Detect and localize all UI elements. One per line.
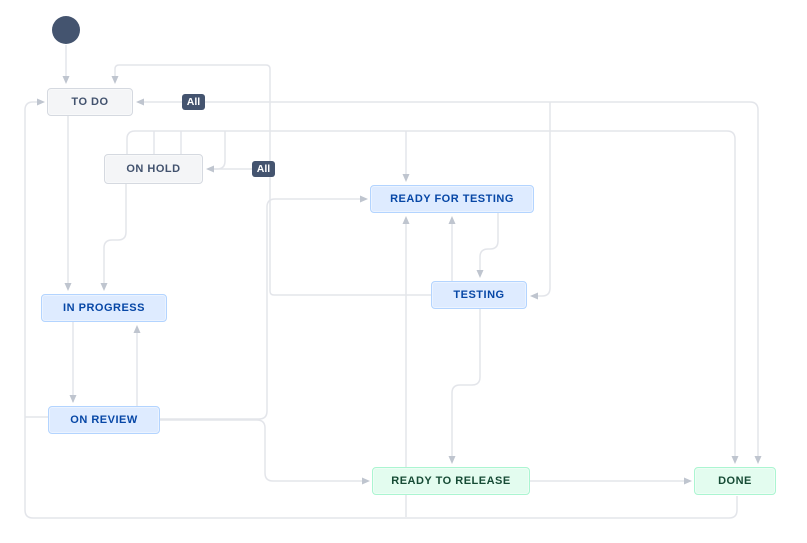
transition-line-all-right-corridor-to-done bbox=[140, 101, 759, 460]
status-label: TESTING bbox=[453, 289, 505, 301]
transition-line-loop-to-todo-top bbox=[114, 64, 431, 296]
status-label: ON HOLD bbox=[126, 163, 181, 175]
arrowhead-icon bbox=[133, 325, 141, 333]
arrowhead-icon bbox=[64, 283, 72, 291]
arrowhead-icon bbox=[448, 216, 456, 224]
arrowhead-icon bbox=[206, 165, 214, 173]
status-label: DONE bbox=[718, 475, 752, 487]
arrowhead-icon bbox=[731, 456, 739, 464]
arrowhead-icon bbox=[754, 456, 762, 464]
arrowhead-icon bbox=[476, 270, 484, 278]
transition-line-testing-to-rtr bbox=[451, 309, 481, 460]
transition-line-done-bottom-loop-to-todo bbox=[24, 101, 738, 519]
status-node-done[interactable]: DONE bbox=[694, 467, 776, 495]
status-node-ready-for-testing[interactable]: READY FOR TESTING bbox=[370, 185, 534, 213]
arrowhead-icon bbox=[684, 477, 692, 485]
start-node[interactable] bbox=[52, 16, 80, 44]
status-node-on-hold[interactable]: ON HOLD bbox=[104, 154, 203, 184]
all-transition-badge[interactable]: All bbox=[252, 161, 275, 177]
transition-line-onreview-to-rft bbox=[160, 198, 364, 420]
transition-line-drop-to-testing-right bbox=[534, 102, 551, 297]
all-transition-badge[interactable]: All bbox=[182, 94, 205, 110]
arrowhead-icon bbox=[69, 395, 77, 403]
status-node-to-do[interactable]: TO DO bbox=[47, 88, 133, 116]
transition-line-onreview-to-rtr bbox=[160, 419, 366, 482]
status-node-on-review[interactable]: ON REVIEW bbox=[48, 406, 160, 434]
arrowhead-icon bbox=[360, 195, 368, 203]
arrowhead-icon bbox=[362, 477, 370, 485]
arrowhead-icon bbox=[530, 292, 538, 300]
status-node-in-progress[interactable]: IN PROGRESS bbox=[41, 294, 167, 322]
arrowhead-icon bbox=[62, 76, 70, 84]
status-label: READY FOR TESTING bbox=[390, 193, 514, 205]
transition-line-onhold-to-inprogress bbox=[103, 184, 127, 287]
arrowhead-icon bbox=[448, 456, 456, 464]
arrowhead-icon bbox=[111, 76, 119, 84]
arrowhead-icon bbox=[100, 283, 108, 291]
transition-line-rft-to-testing bbox=[479, 213, 499, 274]
transition-line-onhold-corridor-to-done bbox=[126, 130, 736, 460]
status-node-ready-to-release[interactable]: READY TO RELEASE bbox=[372, 467, 530, 495]
arrowhead-icon bbox=[402, 174, 410, 182]
status-label: TO DO bbox=[71, 96, 109, 108]
arrowhead-icon bbox=[402, 216, 410, 224]
all-badge-label: All bbox=[186, 96, 201, 108]
status-node-testing[interactable]: TESTING bbox=[431, 281, 527, 309]
status-label: IN PROGRESS bbox=[63, 302, 145, 314]
arrowhead-icon bbox=[136, 98, 144, 106]
status-label: ON REVIEW bbox=[70, 414, 138, 426]
arrowhead-icon bbox=[37, 98, 45, 106]
status-label: READY TO RELEASE bbox=[391, 475, 511, 487]
transition-line-drop-to-onhold-right bbox=[211, 131, 226, 170]
all-badge-label: All bbox=[256, 163, 271, 175]
